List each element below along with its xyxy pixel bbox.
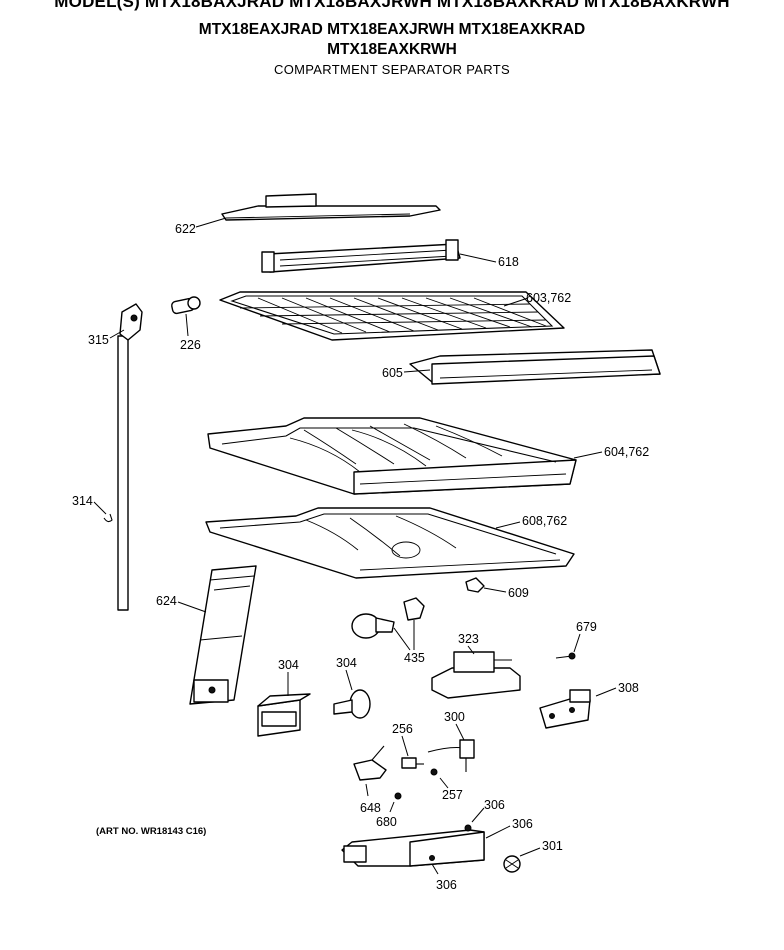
leader-306a <box>471 807 485 823</box>
part-435-bulb[interactable] <box>351 613 395 639</box>
label-306b: 306 <box>512 817 533 831</box>
leader-604 <box>573 451 603 459</box>
part-605-trim[interactable] <box>409 349 661 385</box>
leader-648 <box>365 783 369 797</box>
leader-300 <box>455 723 465 741</box>
leader-315 <box>109 329 125 339</box>
leader-308 <box>595 687 617 697</box>
label-256: 256 <box>392 722 413 736</box>
leader-622 <box>195 217 227 228</box>
label-435: 435 <box>404 651 425 665</box>
leader-323 <box>467 645 475 655</box>
models-line-3: MTX18EAXKRWH <box>327 41 457 58</box>
part-314-rod[interactable] <box>117 335 129 611</box>
leader-226 <box>185 313 189 337</box>
leader-624 <box>177 601 207 613</box>
leader-304b <box>345 669 353 691</box>
part-648-light-switch[interactable] <box>353 745 387 781</box>
label-624: 624 <box>156 594 177 608</box>
part-257-screw[interactable] <box>430 768 438 776</box>
leader-257 <box>439 777 449 789</box>
leader-301 <box>519 847 541 857</box>
part-304-housing[interactable] <box>257 693 311 737</box>
leader-680 <box>389 801 395 813</box>
part-609-clip[interactable] <box>465 577 485 593</box>
leader-605 <box>403 369 431 373</box>
part-622-cover[interactable] <box>221 193 441 221</box>
label-308: 308 <box>618 681 639 695</box>
label-301: 301 <box>542 839 563 853</box>
part-300-cable[interactable] <box>427 739 475 772</box>
part-603-shelf[interactable] <box>219 291 565 341</box>
label-648: 648 <box>360 801 381 815</box>
part-680-screw[interactable] <box>394 792 402 800</box>
label-226: 226 <box>180 338 201 352</box>
part-304-knob[interactable] <box>333 689 371 719</box>
leader-679 <box>573 633 581 653</box>
part-315-bracket[interactable] <box>119 303 143 341</box>
leader-306b <box>485 825 511 839</box>
part-624-duct[interactable] <box>189 565 257 705</box>
part-323-thermostat[interactable] <box>431 651 521 699</box>
part-226-pivot[interactable] <box>171 296 201 315</box>
label-609: 609 <box>508 586 529 600</box>
label-257: 257 <box>442 788 463 802</box>
part-618-rail[interactable] <box>261 239 461 273</box>
label-679: 679 <box>576 620 597 634</box>
art-number: (ART NO. WR18143 C16) <box>96 826 206 837</box>
part-308-bracket[interactable] <box>539 689 591 729</box>
label-323: 323 <box>458 632 479 646</box>
label-306c: 306 <box>436 878 457 892</box>
leader-618 <box>459 253 497 263</box>
part-256-switch[interactable] <box>401 757 424 769</box>
part-604-separator[interactable] <box>207 417 577 495</box>
leader-314 <box>93 501 107 515</box>
part-306-housing[interactable] <box>341 824 485 867</box>
diagram-title: COMPARTMENT SEPARATOR PARTS <box>274 62 510 77</box>
leader-603 <box>503 297 529 307</box>
label-608: 608,762 <box>522 514 567 528</box>
label-622: 622 <box>175 222 196 236</box>
part-679-screw[interactable] <box>555 652 576 660</box>
models-line-1: MODEL(S) MTX18BAXJRAD MTX18BAXJRWH MTX18… <box>54 0 730 11</box>
part-314-clip[interactable] <box>103 513 113 523</box>
label-304a: 304 <box>278 658 299 672</box>
label-618: 618 <box>498 255 519 269</box>
leader-609 <box>483 587 507 593</box>
models-line-2: MTX18EAXJRAD MTX18EAXJRWH MTX18EAXKRAD <box>198 21 586 38</box>
leader-435 <box>393 620 415 651</box>
leader-306c <box>431 863 439 875</box>
part-435-socket[interactable] <box>403 597 425 621</box>
label-300: 300 <box>444 710 465 724</box>
label-604: 604,762 <box>604 445 649 459</box>
leader-256 <box>401 735 409 757</box>
label-603: 603,762 <box>526 291 571 305</box>
label-304b: 304 <box>336 656 357 670</box>
label-680: 680 <box>376 815 397 829</box>
part-301-knob[interactable] <box>503 855 521 873</box>
label-314: 314 <box>72 494 93 508</box>
label-605: 605 <box>382 366 403 380</box>
part-608-separator[interactable] <box>205 507 575 579</box>
leader-608 <box>495 521 521 529</box>
label-306a: 306 <box>484 798 505 812</box>
label-315: 315 <box>88 333 109 347</box>
